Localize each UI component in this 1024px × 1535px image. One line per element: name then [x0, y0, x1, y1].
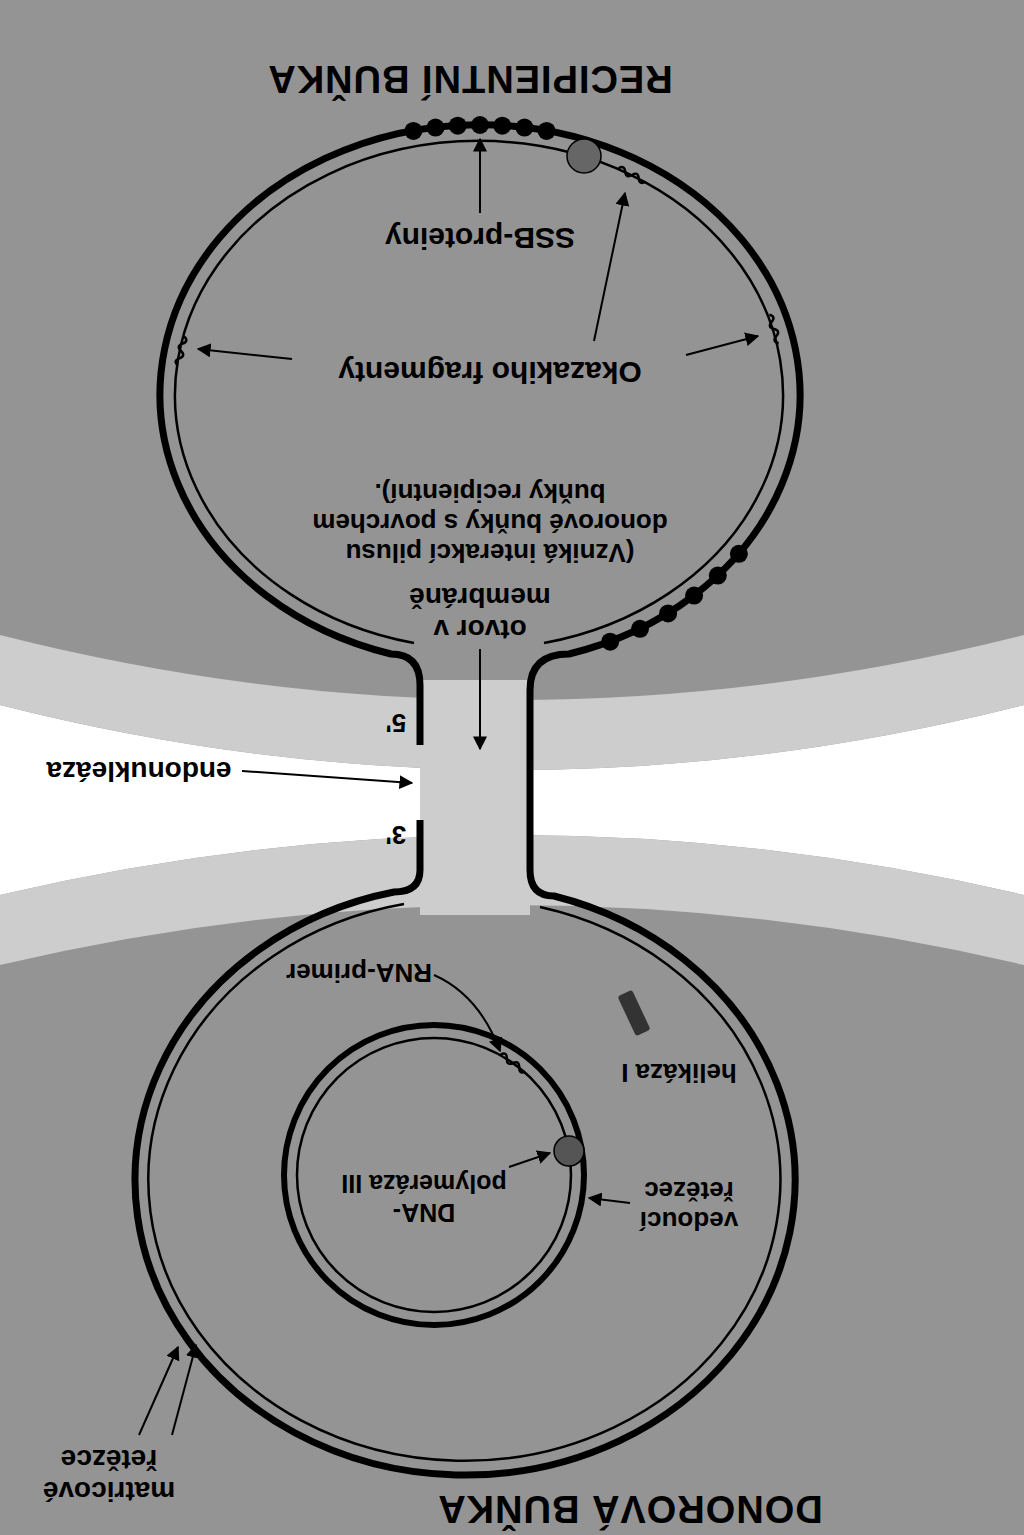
ssb-dot [709, 567, 727, 585]
dna-strand [135, 125, 800, 1475]
cell-title: RECIPIENTNÍ BUŇKA [267, 57, 672, 99]
cell-title: DONOROVÁ BUŇKA [437, 1487, 823, 1529]
okazaki-primer [175, 336, 187, 367]
protein-label: SSB-proteiny [385, 221, 575, 256]
ssb-dot [493, 117, 511, 135]
polymerase-symbol [554, 1136, 584, 1166]
leader-arrow [594, 193, 625, 341]
donor-cytoplasm [0, 835, 1024, 1535]
leader-arrow [172, 1345, 196, 1435]
leader-arrow [139, 1347, 178, 1435]
lagging-strand [175, 141, 783, 643]
donor-cell: DONOROVÁ BUŇKA [0, 895, 1024, 1535]
leader-arrow [479, 139, 481, 213]
strand-label: vedoucí řetězec [624, 1175, 754, 1235]
leader-lines [139, 139, 758, 1435]
ssb-dot [685, 587, 703, 605]
ssb-dot [449, 117, 467, 135]
ssb-dot [516, 119, 534, 137]
ssb-dot [538, 122, 556, 140]
leader-arrow [686, 336, 758, 355]
okazaki-primer [767, 314, 782, 344]
enzyme-label: DNA-polymeráza III [329, 1170, 519, 1228]
ssb-dot [631, 620, 649, 638]
leading-strand [297, 1038, 571, 1312]
strand-end-label: 3' [386, 819, 407, 849]
rna-primer-squiggle [499, 1052, 527, 1074]
enzyme-label: helikáza I [621, 1057, 737, 1087]
helicase-symbol [617, 990, 650, 1037]
leader-arrow [198, 349, 292, 359]
okazaki-primer [617, 166, 647, 185]
fragment-label: Okazakiho fragmenty [338, 355, 641, 390]
ssb-dot [427, 119, 445, 137]
ssb-dot [471, 116, 489, 134]
leader-arrow [434, 975, 500, 1051]
leader-arrow [509, 1153, 550, 1167]
membrane-opening [420, 680, 530, 915]
recipient-cytoplasm [0, 0, 1024, 770]
polymerase-symbol [567, 139, 601, 173]
strand-label: matricové řetězce [14, 1443, 204, 1507]
leader-arrow [479, 649, 481, 749]
ssb-dot [404, 122, 422, 140]
ssb-dot [730, 545, 748, 563]
leader-arrow [589, 1198, 630, 1203]
ssb-dot [659, 604, 677, 622]
enzyme-label: endonukleáza [46, 755, 231, 787]
primer-label: RNA-primer [286, 957, 432, 987]
template-strand [148, 904, 780, 1461]
note-text: (Vzniká interakcí pilusu donorové buňky … [300, 477, 680, 567]
plasmid-strand [284, 1025, 584, 1325]
leader-arrow [242, 771, 412, 783]
strand-end-label: 5' [386, 707, 407, 737]
ssb-dot [601, 633, 619, 651]
structure-label: otvor v membráně [395, 581, 565, 645]
